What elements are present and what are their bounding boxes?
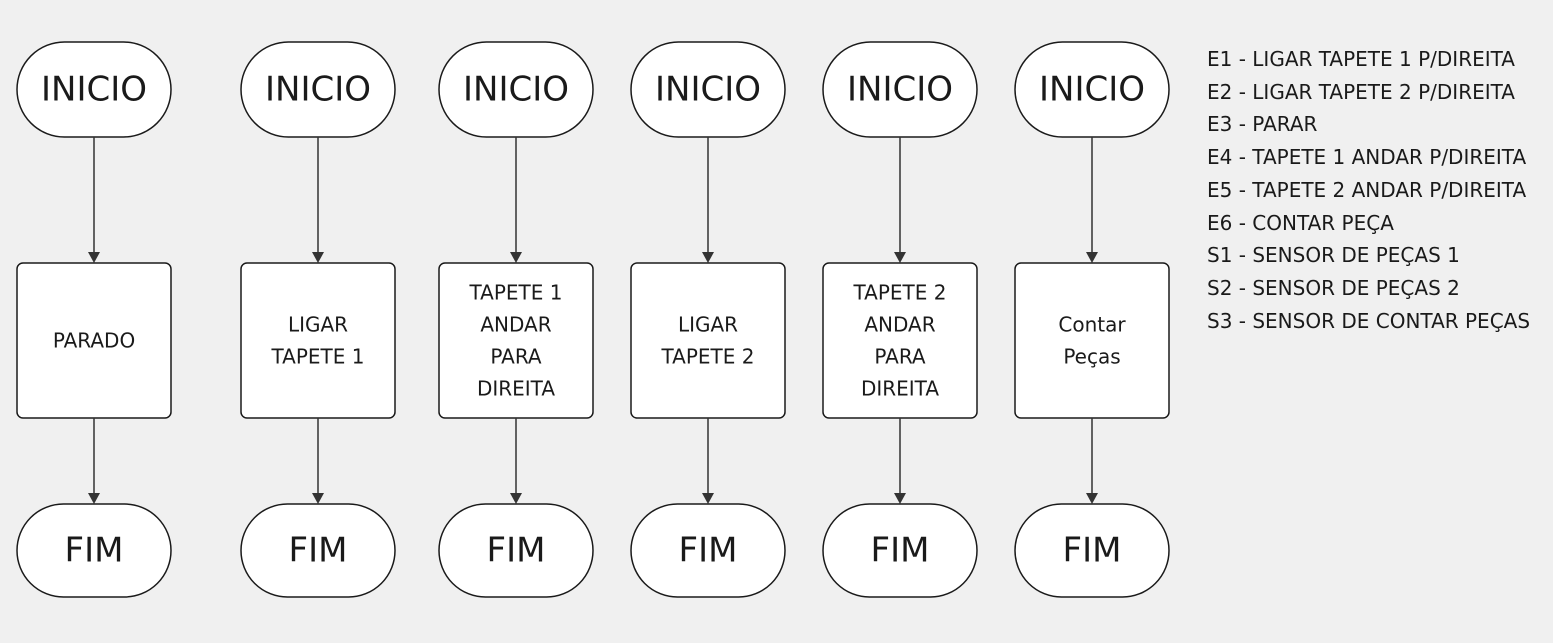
end-label: FIM (1063, 531, 1122, 571)
arrow-start-to-process (510, 137, 522, 263)
end-terminal: FIM (1014, 503, 1170, 598)
end-terminal: FIM (438, 503, 594, 598)
arrow-process-to-end (702, 418, 714, 504)
process-label-line: LIGAR (678, 313, 738, 337)
process-label-line: Peças (1063, 345, 1120, 369)
start-terminal: INICIO (1014, 41, 1170, 138)
process-label-line: PARA (874, 345, 926, 369)
process-label-line: TAPETE 1 (271, 345, 365, 369)
arrow-process-to-end (894, 418, 906, 504)
legend-item: E3 - PARAR (1207, 112, 1318, 137)
process-box: TAPETE 2 ANDAR PARA DIREITA (822, 262, 978, 419)
legend: E1 - LIGAR TAPETE 1 P/DIREITA E2 - LIGAR … (1207, 43, 1530, 337)
process-label-line: DIREITA (861, 377, 939, 401)
process-label-line: TAPETE 2 (661, 345, 755, 369)
end-terminal: FIM (630, 503, 786, 598)
process-label-line: Contar (1058, 313, 1126, 337)
legend-item: E2 - LIGAR TAPETE 2 P/DIREITA (1207, 79, 1515, 104)
start-label: INICIO (847, 70, 953, 110)
legend-item: S3 - SENSOR DE CONTAR PEÇAS (1207, 308, 1531, 333)
start-terminal: INICIO (438, 41, 594, 138)
legend-item: S1 - SENSOR DE PEÇAS 1 (1207, 243, 1460, 268)
end-terminal: FIM (16, 503, 172, 598)
start-terminal: INICIO (822, 41, 978, 138)
start-label: INICIO (463, 70, 569, 110)
end-label: FIM (679, 531, 738, 571)
legend-item: E1 - LIGAR TAPETE 1 P/DIREITA (1207, 47, 1515, 71)
legend-item: S2 - SENSOR DE PEÇAS 2 (1207, 275, 1460, 300)
process-label-line: LIGAR (288, 313, 348, 337)
process-box: LIGAR TAPETE 1 (240, 262, 396, 419)
arrow-process-to-end (88, 418, 100, 504)
process-label-line: TAPETE 1 (469, 281, 563, 305)
process-box: TAPETE 1 ANDAR PARA DIREITA (438, 262, 594, 419)
legend-item: E5 - TAPETE 2 ANDAR P/DIREITA (1207, 177, 1527, 202)
end-label: FIM (65, 531, 124, 571)
arrow-start-to-process (894, 137, 906, 263)
arrow-process-to-end (312, 418, 324, 504)
end-label: FIM (871, 531, 930, 571)
process-label-line: ANDAR (480, 313, 551, 337)
end-label: FIM (487, 531, 546, 571)
arrow-process-to-end (1086, 418, 1098, 504)
legend-item: E4 - TAPETE 1 ANDAR P/DIREITA (1207, 145, 1527, 170)
start-terminal: INICIO (240, 41, 396, 138)
process-box: LIGAR TAPETE 2 (630, 262, 786, 419)
start-terminal: INICIO (630, 41, 786, 138)
arrow-start-to-process (312, 137, 324, 263)
legend-item: E6 - CONTAR PEÇA (1207, 210, 1394, 235)
arrow-start-to-process (88, 137, 100, 263)
end-label: FIM (289, 531, 348, 571)
start-label: INICIO (41, 70, 147, 110)
process-label-line: TAPETE 2 (853, 281, 947, 305)
start-label: INICIO (655, 70, 761, 110)
end-terminal: FIM (240, 503, 396, 598)
start-terminal: INICIO (16, 41, 172, 138)
arrow-process-to-end (510, 418, 522, 504)
arrow-start-to-process (1086, 137, 1098, 263)
process-label-line: ANDAR (864, 313, 935, 337)
start-label: INICIO (1039, 70, 1145, 110)
process-label-line: PARADO (53, 329, 135, 353)
start-label: INICIO (265, 70, 371, 110)
process-label-line: DIREITA (477, 377, 555, 401)
process-box: PARADO (16, 262, 172, 419)
arrow-start-to-process (702, 137, 714, 263)
process-label-line: PARA (490, 345, 542, 369)
end-terminal: FIM (822, 503, 978, 598)
